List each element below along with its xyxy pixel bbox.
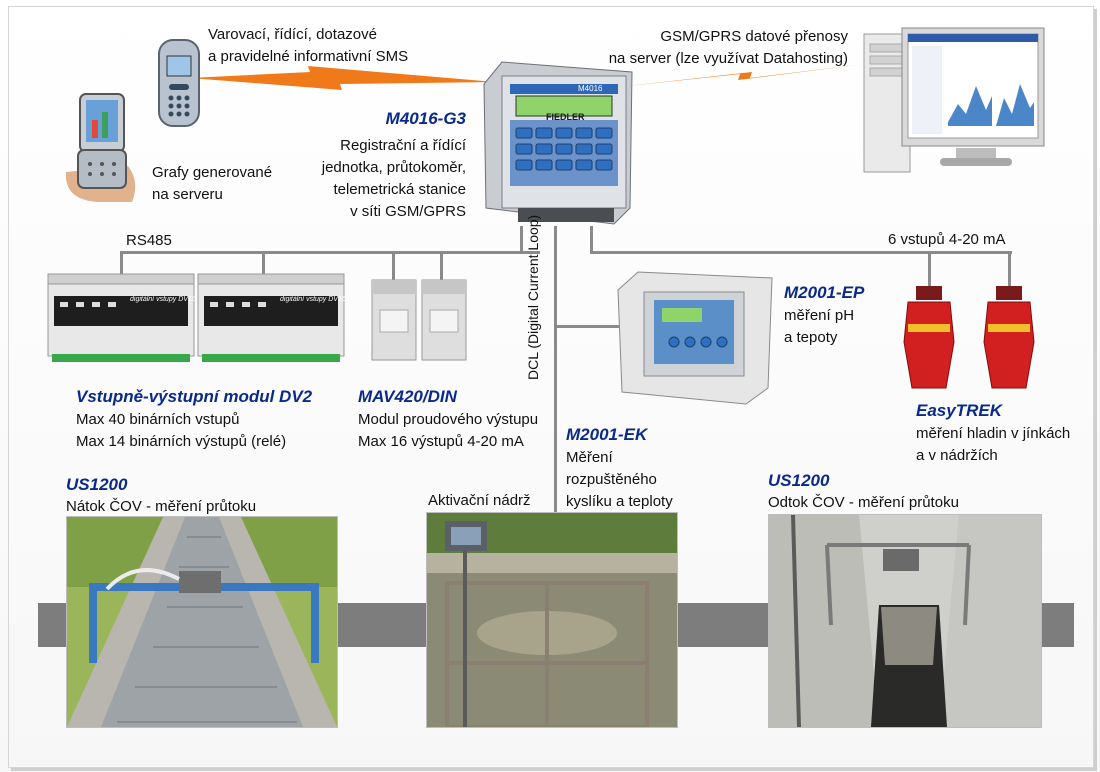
analog-drop-2 <box>1008 251 1011 287</box>
dv2-module-icon-2 <box>197 273 345 362</box>
analog-inputs-label: 6 vstupů 4-20 mA <box>888 231 1006 248</box>
us1200-outlet-desc: Odtok ČOV - měření průtoku <box>768 494 959 511</box>
photo-outlet-channel <box>768 514 1042 728</box>
m2001ek-desc-line-3: kyslíku a teploty <box>566 493 673 510</box>
sms-text-line-2: a pravidelné informativní SMS <box>208 48 409 65</box>
analog-riser <box>590 226 593 254</box>
analog-bus <box>590 251 1012 254</box>
bus-drop-1 <box>120 251 123 276</box>
m4016-desc-line-4: v síti GSM/GPRS <box>350 203 466 220</box>
dv2-module-icon-1 <box>47 273 195 362</box>
m2001ek-desc-line-2: rozpuštěného <box>566 471 657 488</box>
m4016-brand: FIEDLER <box>546 112 585 122</box>
activation-tank-label: Aktivační nádrž <box>428 492 531 509</box>
m2001ep-title: M2001-EP <box>784 283 865 302</box>
m4016-model-label: M4016 <box>578 84 603 93</box>
m2001ep-desc-line-1: měření pH <box>784 307 855 324</box>
dcl-branch <box>554 325 654 328</box>
m4016-desc-line-2: jednotka, průtokoměr, <box>321 159 466 176</box>
dv2-device-label-1: digitální vstupy DV16 <box>130 296 196 303</box>
m4016-unit-icon <box>483 61 633 225</box>
m4016-desc-line-1: Registrační a řídící <box>340 137 466 154</box>
easytrek-desc-line-1: měření hladin v jínkách <box>916 425 1071 442</box>
mav-title: MAV420/DIN <box>358 387 457 406</box>
sms-link-arrow <box>190 66 495 90</box>
us1200-inlet-desc: Nátok ČOV - měření průtoku <box>66 498 257 515</box>
easytrek-sensor-icon-1 <box>903 286 955 389</box>
rs485-label: RS485 <box>126 232 172 249</box>
photo-activation-tank <box>426 512 678 728</box>
m2001ek-title: M2001-EK <box>566 425 648 444</box>
m2001ek-desc-line-1: Měření <box>566 449 613 466</box>
m2001ep-housing-icon <box>617 271 773 405</box>
dv2-title: Vstupně-výstupní modul DV2 <box>76 387 313 406</box>
diagram-frame <box>8 6 1094 768</box>
gsm-text-line-1: GSM/GPRS datové přenosy <box>660 28 848 45</box>
m4016-desc-line-3: telemetrická stanice <box>333 181 466 198</box>
rs485-bus <box>120 251 540 254</box>
mav-desc-line-2: Max 16 výstupů 4-20 mA <box>358 433 524 450</box>
m2001ep-desc-line-2: a tepoty <box>784 329 838 346</box>
dcl-line <box>554 226 557 518</box>
bus-riser <box>520 226 523 254</box>
easytrek-sensor-icon-2 <box>983 286 1035 389</box>
bus-drop-2 <box>262 251 265 276</box>
bus-drop-3 <box>392 251 395 281</box>
phone-text-line-1: Grafy generované <box>152 164 273 181</box>
phone-text-line-2: na serveru <box>152 186 223 203</box>
bus-drop-4 <box>440 251 443 281</box>
mav420-module-icon-1 <box>371 279 417 361</box>
flip-phone-icon <box>65 93 136 202</box>
mav420-module-icon-2 <box>421 279 467 361</box>
computer-icon <box>863 27 1045 173</box>
photo-inlet-grating <box>66 516 338 728</box>
mav-desc-line-1: Modul proudového výstupu <box>358 411 539 428</box>
m4016-title: M4016-G3 <box>385 109 466 128</box>
us1200-inlet-title: US1200 <box>66 475 128 494</box>
sms-text-line-1: Varovací, řídící, dotazové <box>208 26 377 43</box>
us1200-outlet-title: US1200 <box>768 471 830 490</box>
dv2-desc-line-1: Max 40 binárních vstupů <box>76 411 240 428</box>
nokia-phone-icon <box>158 39 200 127</box>
dcl-label: DCL (Digital Current Loop) <box>525 214 541 380</box>
gsm-text-line-2: na server (lze využívat Datahosting) <box>608 50 848 67</box>
easytrek-title: EasyTREK <box>916 401 1002 420</box>
analog-drop-1 <box>928 251 931 287</box>
dv2-device-label-2: digitální vstupy DV16 <box>280 296 346 303</box>
dv2-desc-line-2: Max 14 binárních výstupů (relé) <box>76 433 287 450</box>
easytrek-desc-line-2: a v nádržích <box>916 447 998 464</box>
